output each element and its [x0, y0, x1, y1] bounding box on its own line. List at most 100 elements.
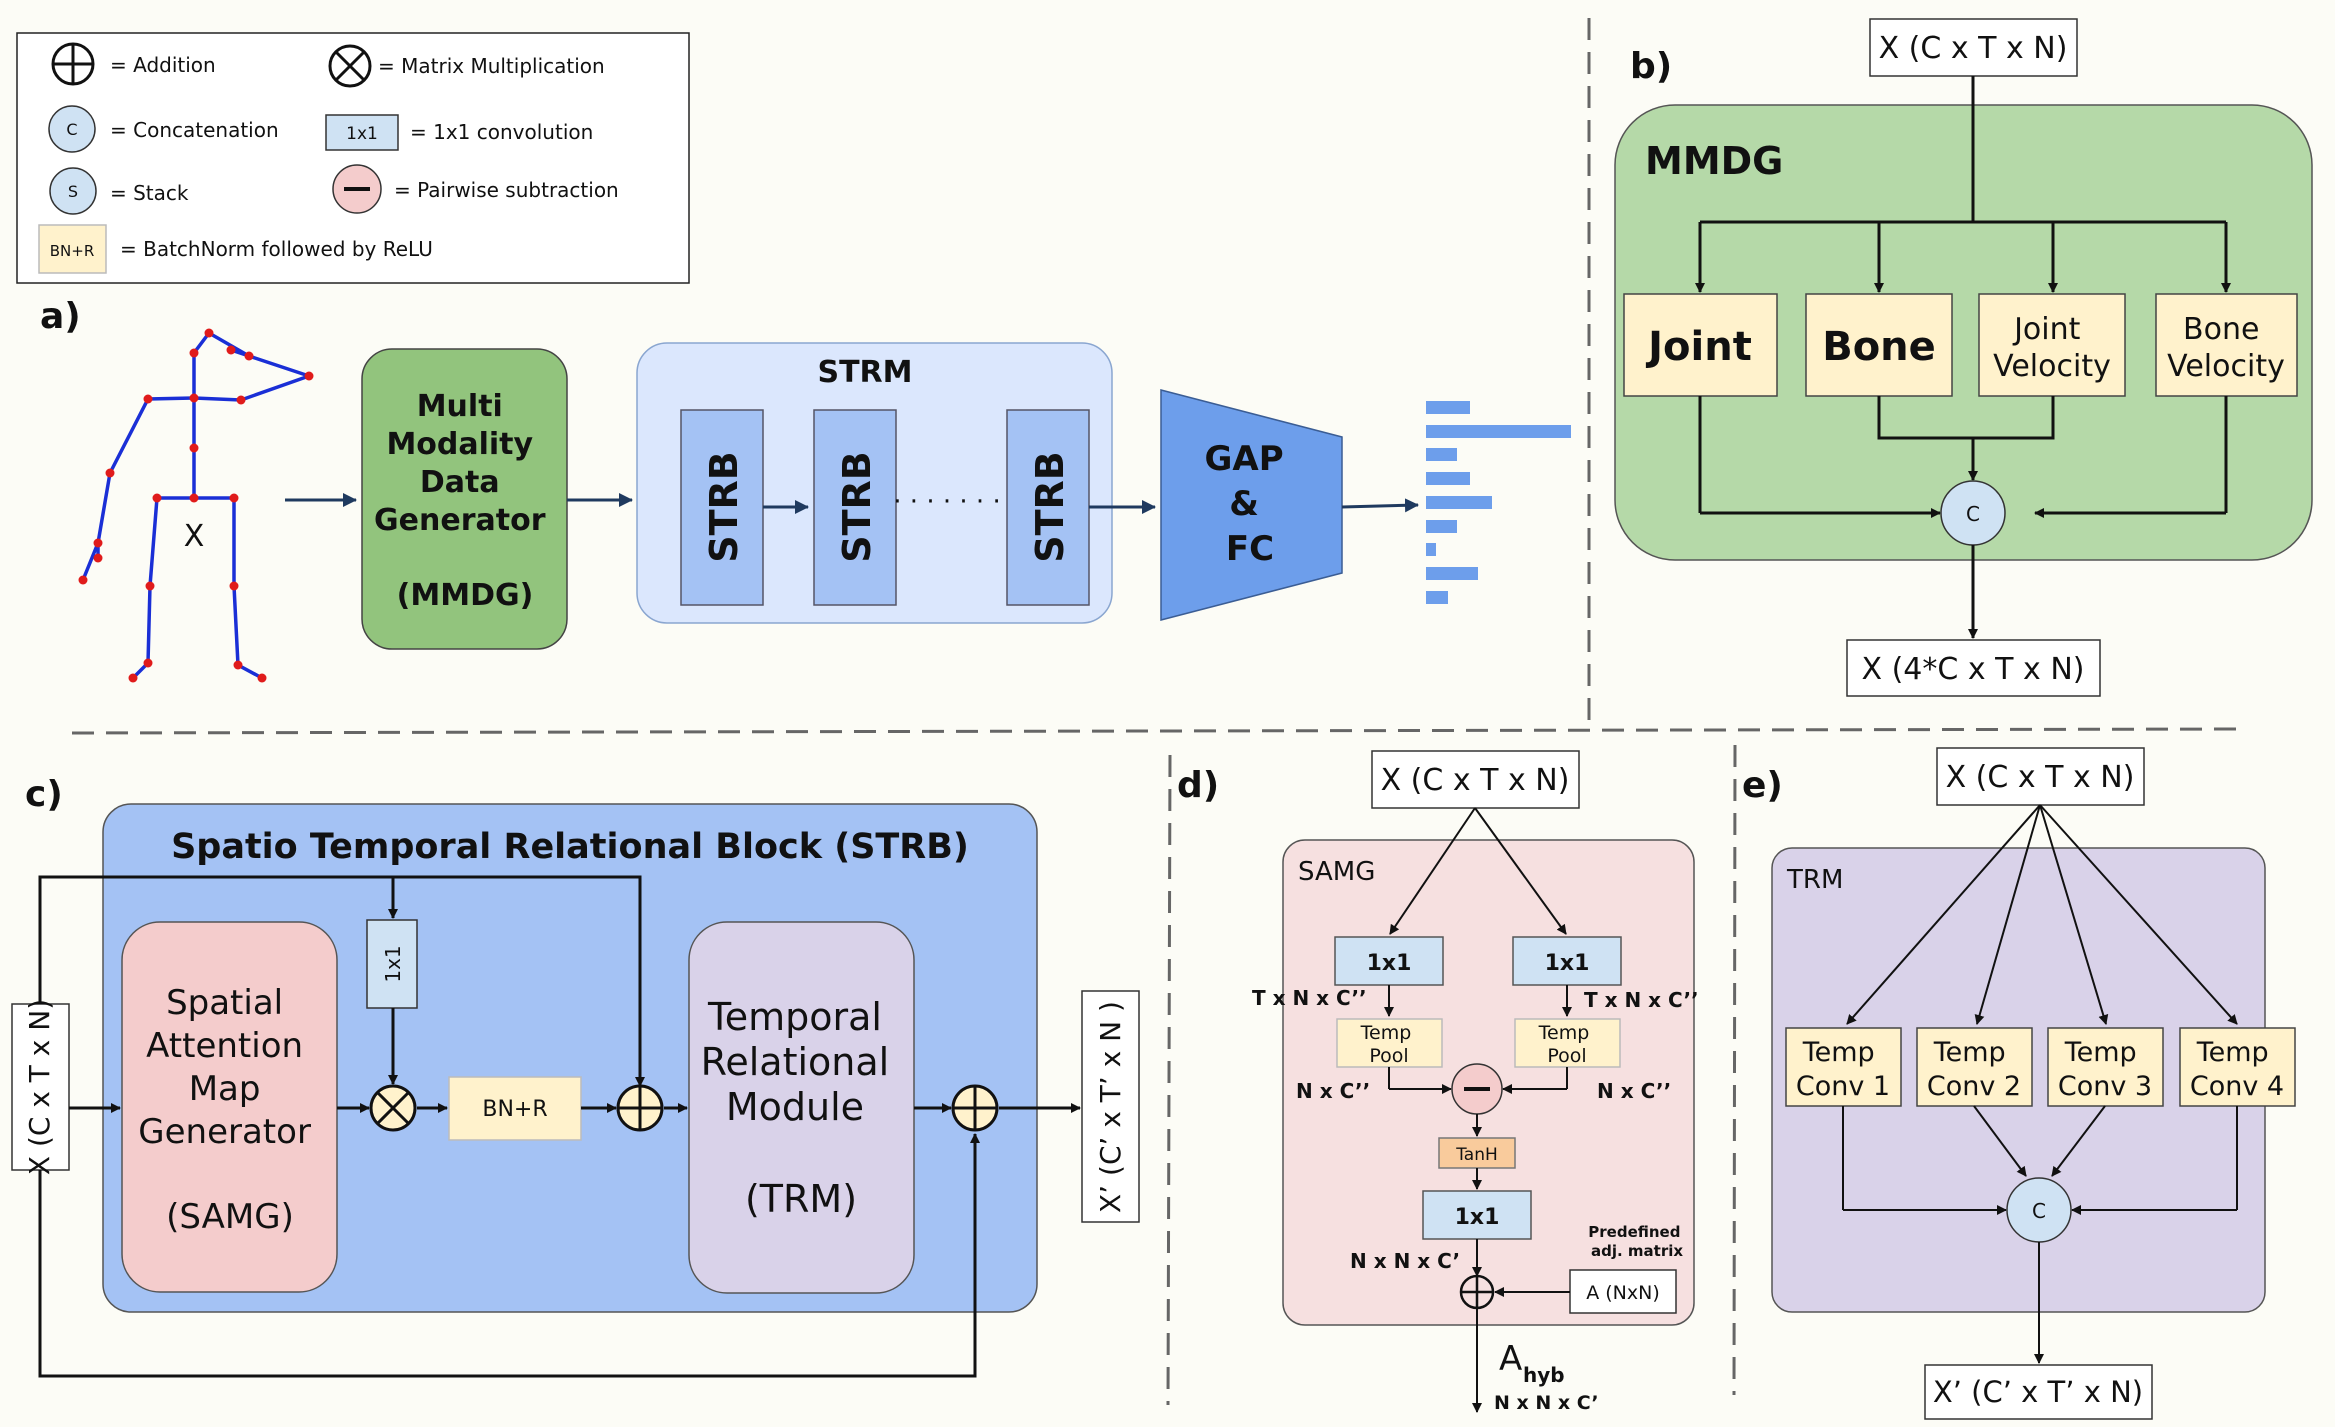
panel-e-label: e) — [1742, 765, 1783, 806]
mmdg-line-3: Data — [420, 465, 500, 500]
strm-title: STRM — [817, 355, 912, 390]
skeleton-joints — [78, 328, 314, 683]
strb-bnr: BN+R — [482, 1097, 547, 1122]
strb-1: STRB — [702, 451, 746, 563]
temp-conv-4-top: Temp — [2196, 1037, 2269, 1068]
mmdg-line-2: Modality — [386, 427, 533, 462]
panel-d: d) X (C x T x N) SAMG 1x1 1x1 T x N x C’… — [1177, 750, 1699, 1414]
panel-b-input: X (C x T x N) — [1879, 31, 2068, 66]
a-hyb-main: A — [1499, 1339, 1522, 1379]
mmdg-line-5: (MMDG) — [397, 578, 534, 613]
samg-line-1: Spatial — [166, 983, 283, 1023]
panel-c-label: c) — [25, 774, 63, 815]
pairwise-icon — [332, 164, 382, 214]
bone-velocity-line-1: Bone — [2183, 312, 2259, 347]
legend-addition: = Addition — [110, 53, 216, 77]
matmul-icon — [328, 44, 372, 88]
panel-b: b) X (C x T x N) MMDG Joint Bone Joint V… — [1614, 18, 2313, 697]
strb-3: STRB — [1028, 451, 1072, 563]
trm-line-3: Module — [726, 1085, 864, 1129]
svg-text:Predefined adj. matrix: Predefined adj. matrix — [1588, 1223, 1685, 1260]
skeleton-label: X — [184, 519, 205, 554]
samg-conv-bottom: 1x1 — [1455, 1205, 1500, 1230]
legend-stack: = Stack — [110, 181, 189, 205]
a-hyb-sub: hyb — [1523, 1363, 1565, 1387]
temp-pool-right-1: Temp — [1538, 1022, 1590, 1044]
svg-text:Temp Pool: Temp Pool — [1538, 1022, 1596, 1067]
svg-text:Temp Conv 4: Temp Conv 4 — [2190, 1037, 2284, 1102]
gap-line-1: GAP — [1205, 439, 1284, 479]
svg-text:GAP & FC: GAP & FC — [1205, 439, 1296, 569]
panel-a-label: a) — [40, 296, 81, 337]
panel-d-input: X (C x T x N) — [1381, 763, 1570, 798]
panel-e-input: X (C x T x N) — [1946, 760, 2135, 795]
separators — [71, 18, 2241, 1406]
strb-dots: · · · · · · · — [893, 487, 1000, 517]
stack-icon — [49, 167, 97, 215]
tnc-right: T x N x C’’ — [1584, 988, 1699, 1012]
conv-glyph: 1x1 — [346, 124, 378, 144]
svg-text:Joint Velocity: Joint Velocity — [1993, 312, 2111, 384]
legend-matmul: = Matrix Multiplication — [378, 54, 605, 78]
strb-add-icon-1 — [616, 1084, 664, 1132]
tanh-box: TanH — [1455, 1145, 1498, 1165]
predefined-line-2: adj. matrix — [1591, 1242, 1683, 1260]
legend-concat: = Concatenation — [110, 118, 279, 142]
strb-matmul-icon — [369, 1084, 417, 1132]
temp-conv-2-top: Temp — [1933, 1037, 2006, 1068]
samg-line-5: (SAMG) — [166, 1197, 294, 1237]
temp-pool-left-2: Pool — [1369, 1045, 1408, 1067]
panel-b-output: X (4*C x T x N) — [1862, 652, 2085, 687]
temp-conv-3-bottom: Conv 3 — [2058, 1071, 2152, 1102]
samg-line-4: Generator — [138, 1112, 311, 1152]
legend-bnr: = BatchNorm followed by ReLU — [120, 237, 433, 261]
nc-left: N x C’’ — [1296, 1079, 1370, 1103]
strb-2: STRB — [835, 451, 879, 563]
panel-b-label: b) — [1630, 46, 1672, 87]
strm-block: STRM STRB STRB · · · · · · · STRB — [636, 342, 1113, 624]
nc-right: N x C’’ — [1597, 1079, 1671, 1103]
addition-icon — [51, 42, 95, 86]
svg-text:Spatial Attention: Spatial Attention Map Generator (SAMG) — [138, 983, 321, 1237]
gap-line-2: & — [1229, 484, 1259, 524]
joint-box: Joint — [1645, 324, 1752, 370]
samg-conv-right: 1x1 — [1545, 951, 1590, 976]
temp-pool-right-2: Pool — [1547, 1045, 1586, 1067]
temp-conv-4-bottom: Conv 4 — [2190, 1071, 2284, 1102]
output-histogram — [1426, 401, 1571, 604]
samg-panel-title: SAMG — [1298, 857, 1375, 887]
samg-conv-left: 1x1 — [1367, 951, 1412, 976]
panel-c: c) Spatio Temporal Relational Block (STR… — [11, 774, 1140, 1378]
samg-add-icon — [1459, 1274, 1495, 1310]
svg-text:Temp Pool: Temp Pool — [1360, 1022, 1418, 1067]
trm-line-2: Relational — [701, 1040, 890, 1084]
mmdg-panel-title: MMDG — [1645, 139, 1783, 183]
mmdg-line-4: Generator — [374, 503, 546, 538]
legend-pairwise: = Pairwise subtraction — [394, 178, 619, 202]
trm-concat-glyph: C — [2032, 1199, 2046, 1223]
samg-line-2: Attention — [146, 1026, 303, 1066]
bone-box: Bone — [1822, 324, 1936, 370]
trm-line-4: (TRM) — [745, 1177, 857, 1221]
predefined-line-1: Predefined — [1588, 1223, 1680, 1241]
strb-conv: 1x1 — [381, 945, 405, 982]
bone-velocity-line-2: Velocity — [2167, 349, 2285, 384]
legend: = Addition = Matrix Multiplication C = C… — [16, 32, 690, 284]
temp-conv-1-bottom: Conv 1 — [1796, 1071, 1890, 1102]
joint-velocity-line-1: Joint — [2012, 312, 2081, 347]
panel-d-label: d) — [1177, 765, 1219, 806]
adj-matrix-box: A (NxN) — [1586, 1282, 1660, 1304]
trm-panel-title: TRM — [1786, 865, 1843, 895]
svg-text:Temp Conv 2: Temp Conv 2 — [1927, 1037, 2021, 1102]
concat-glyph: C — [66, 120, 77, 139]
svg-text:Temporal Relational: Temporal Relational Module (TRM) — [701, 995, 902, 1221]
tnc-left: T x N x C’’ — [1252, 986, 1367, 1010]
temp-pool-left-1: Temp — [1360, 1022, 1412, 1044]
temp-conv-2-bottom: Conv 2 — [1927, 1071, 2021, 1102]
strb-title: Spatio Temporal Relational Block (STRB) — [171, 827, 969, 867]
samg-line-3: Map — [189, 1069, 261, 1109]
svg-text:Multi Modality: Multi Modality Data Generator (MMDG) — [374, 389, 556, 613]
legend-conv: = 1x1 convolution — [410, 120, 593, 144]
bnr-glyph: BN+R — [50, 242, 95, 260]
temp-conv-3-top: Temp — [2064, 1037, 2137, 1068]
